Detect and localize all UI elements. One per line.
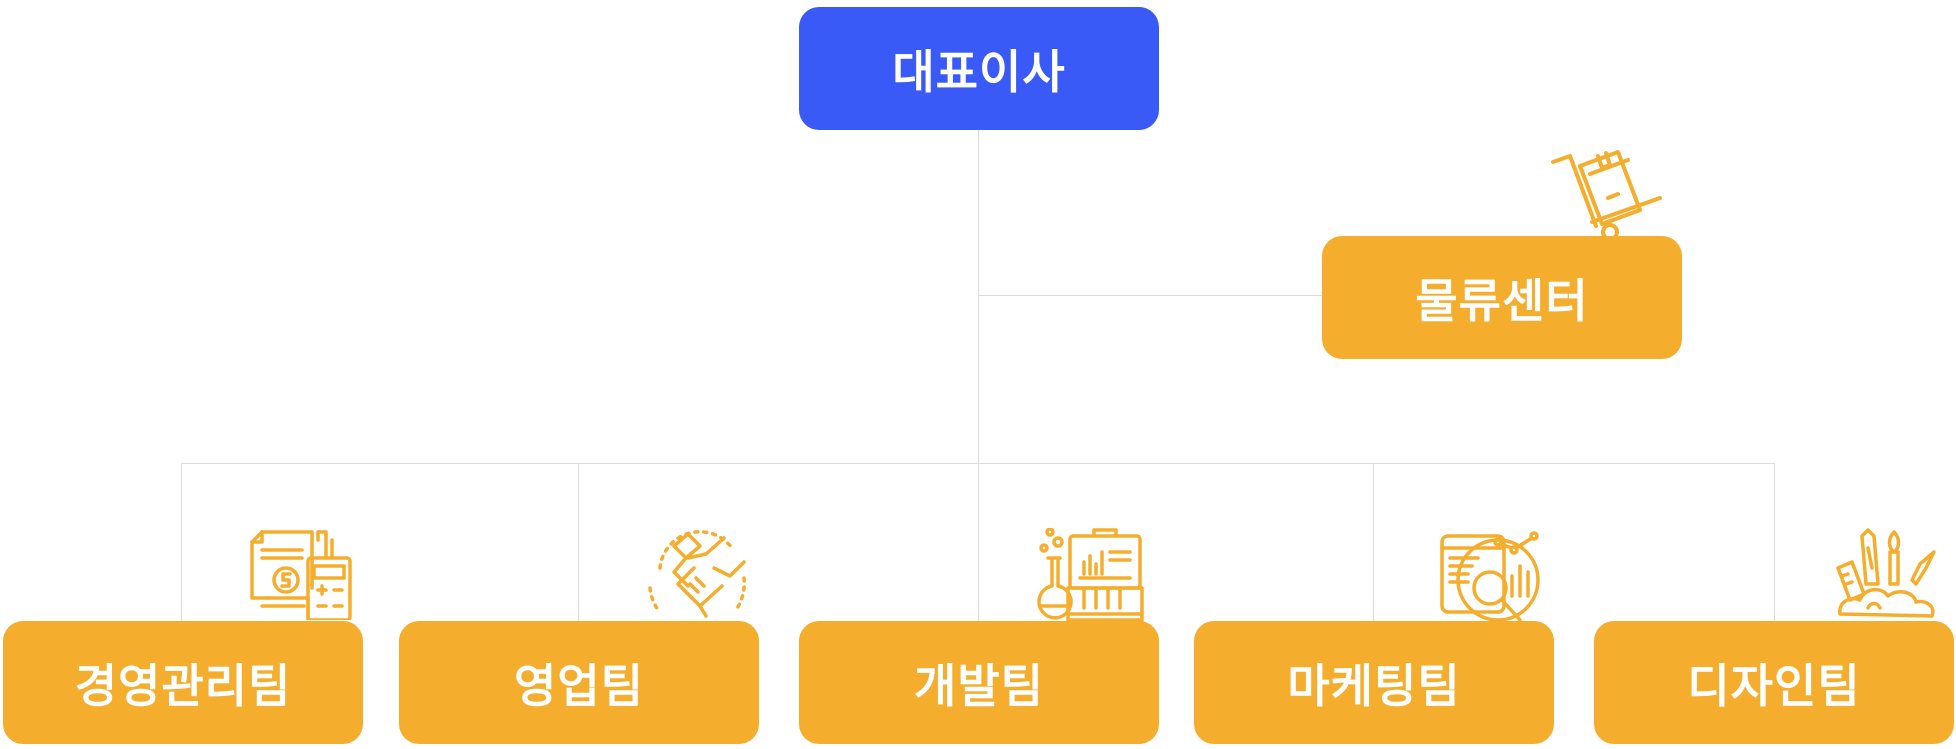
team-label: 디자인팀 xyxy=(1687,658,1861,713)
connector-team-2 xyxy=(578,463,579,622)
team-box-development: 개발팀 xyxy=(799,621,1159,744)
team-box-marketing: 마케팅팀 xyxy=(1194,621,1554,744)
analytics-icon xyxy=(1438,530,1542,622)
lab-research-icon xyxy=(1034,528,1144,622)
team-label: 경영관리팀 xyxy=(74,658,292,713)
connector-ceo-trunk xyxy=(978,130,979,622)
team-box-management: 경영관리팀 xyxy=(3,621,363,744)
connector-team-5 xyxy=(1774,463,1775,622)
connector-team-bus xyxy=(181,463,1775,464)
team-box-design: 디자인팀 xyxy=(1594,621,1954,744)
design-tools-icon xyxy=(1834,528,1940,620)
team-box-sales: 영업팀 xyxy=(399,621,759,744)
team-label: 영업팀 xyxy=(514,658,644,713)
connector-logistics-branch xyxy=(979,295,1322,296)
logistics-box: 물류센터 xyxy=(1322,236,1682,359)
handshake-icon xyxy=(644,528,750,620)
hand-truck-icon xyxy=(1548,148,1668,240)
accounting-icon xyxy=(248,528,354,620)
ceo-box: 대표이사 xyxy=(799,7,1159,130)
team-label: 마케팅팀 xyxy=(1287,658,1461,713)
connector-team-1 xyxy=(181,463,182,622)
team-label: 개발팀 xyxy=(914,658,1044,713)
logistics-label: 물류센터 xyxy=(1415,273,1589,328)
ceo-label: 대표이사 xyxy=(892,44,1066,99)
connector-team-4 xyxy=(1373,463,1374,622)
